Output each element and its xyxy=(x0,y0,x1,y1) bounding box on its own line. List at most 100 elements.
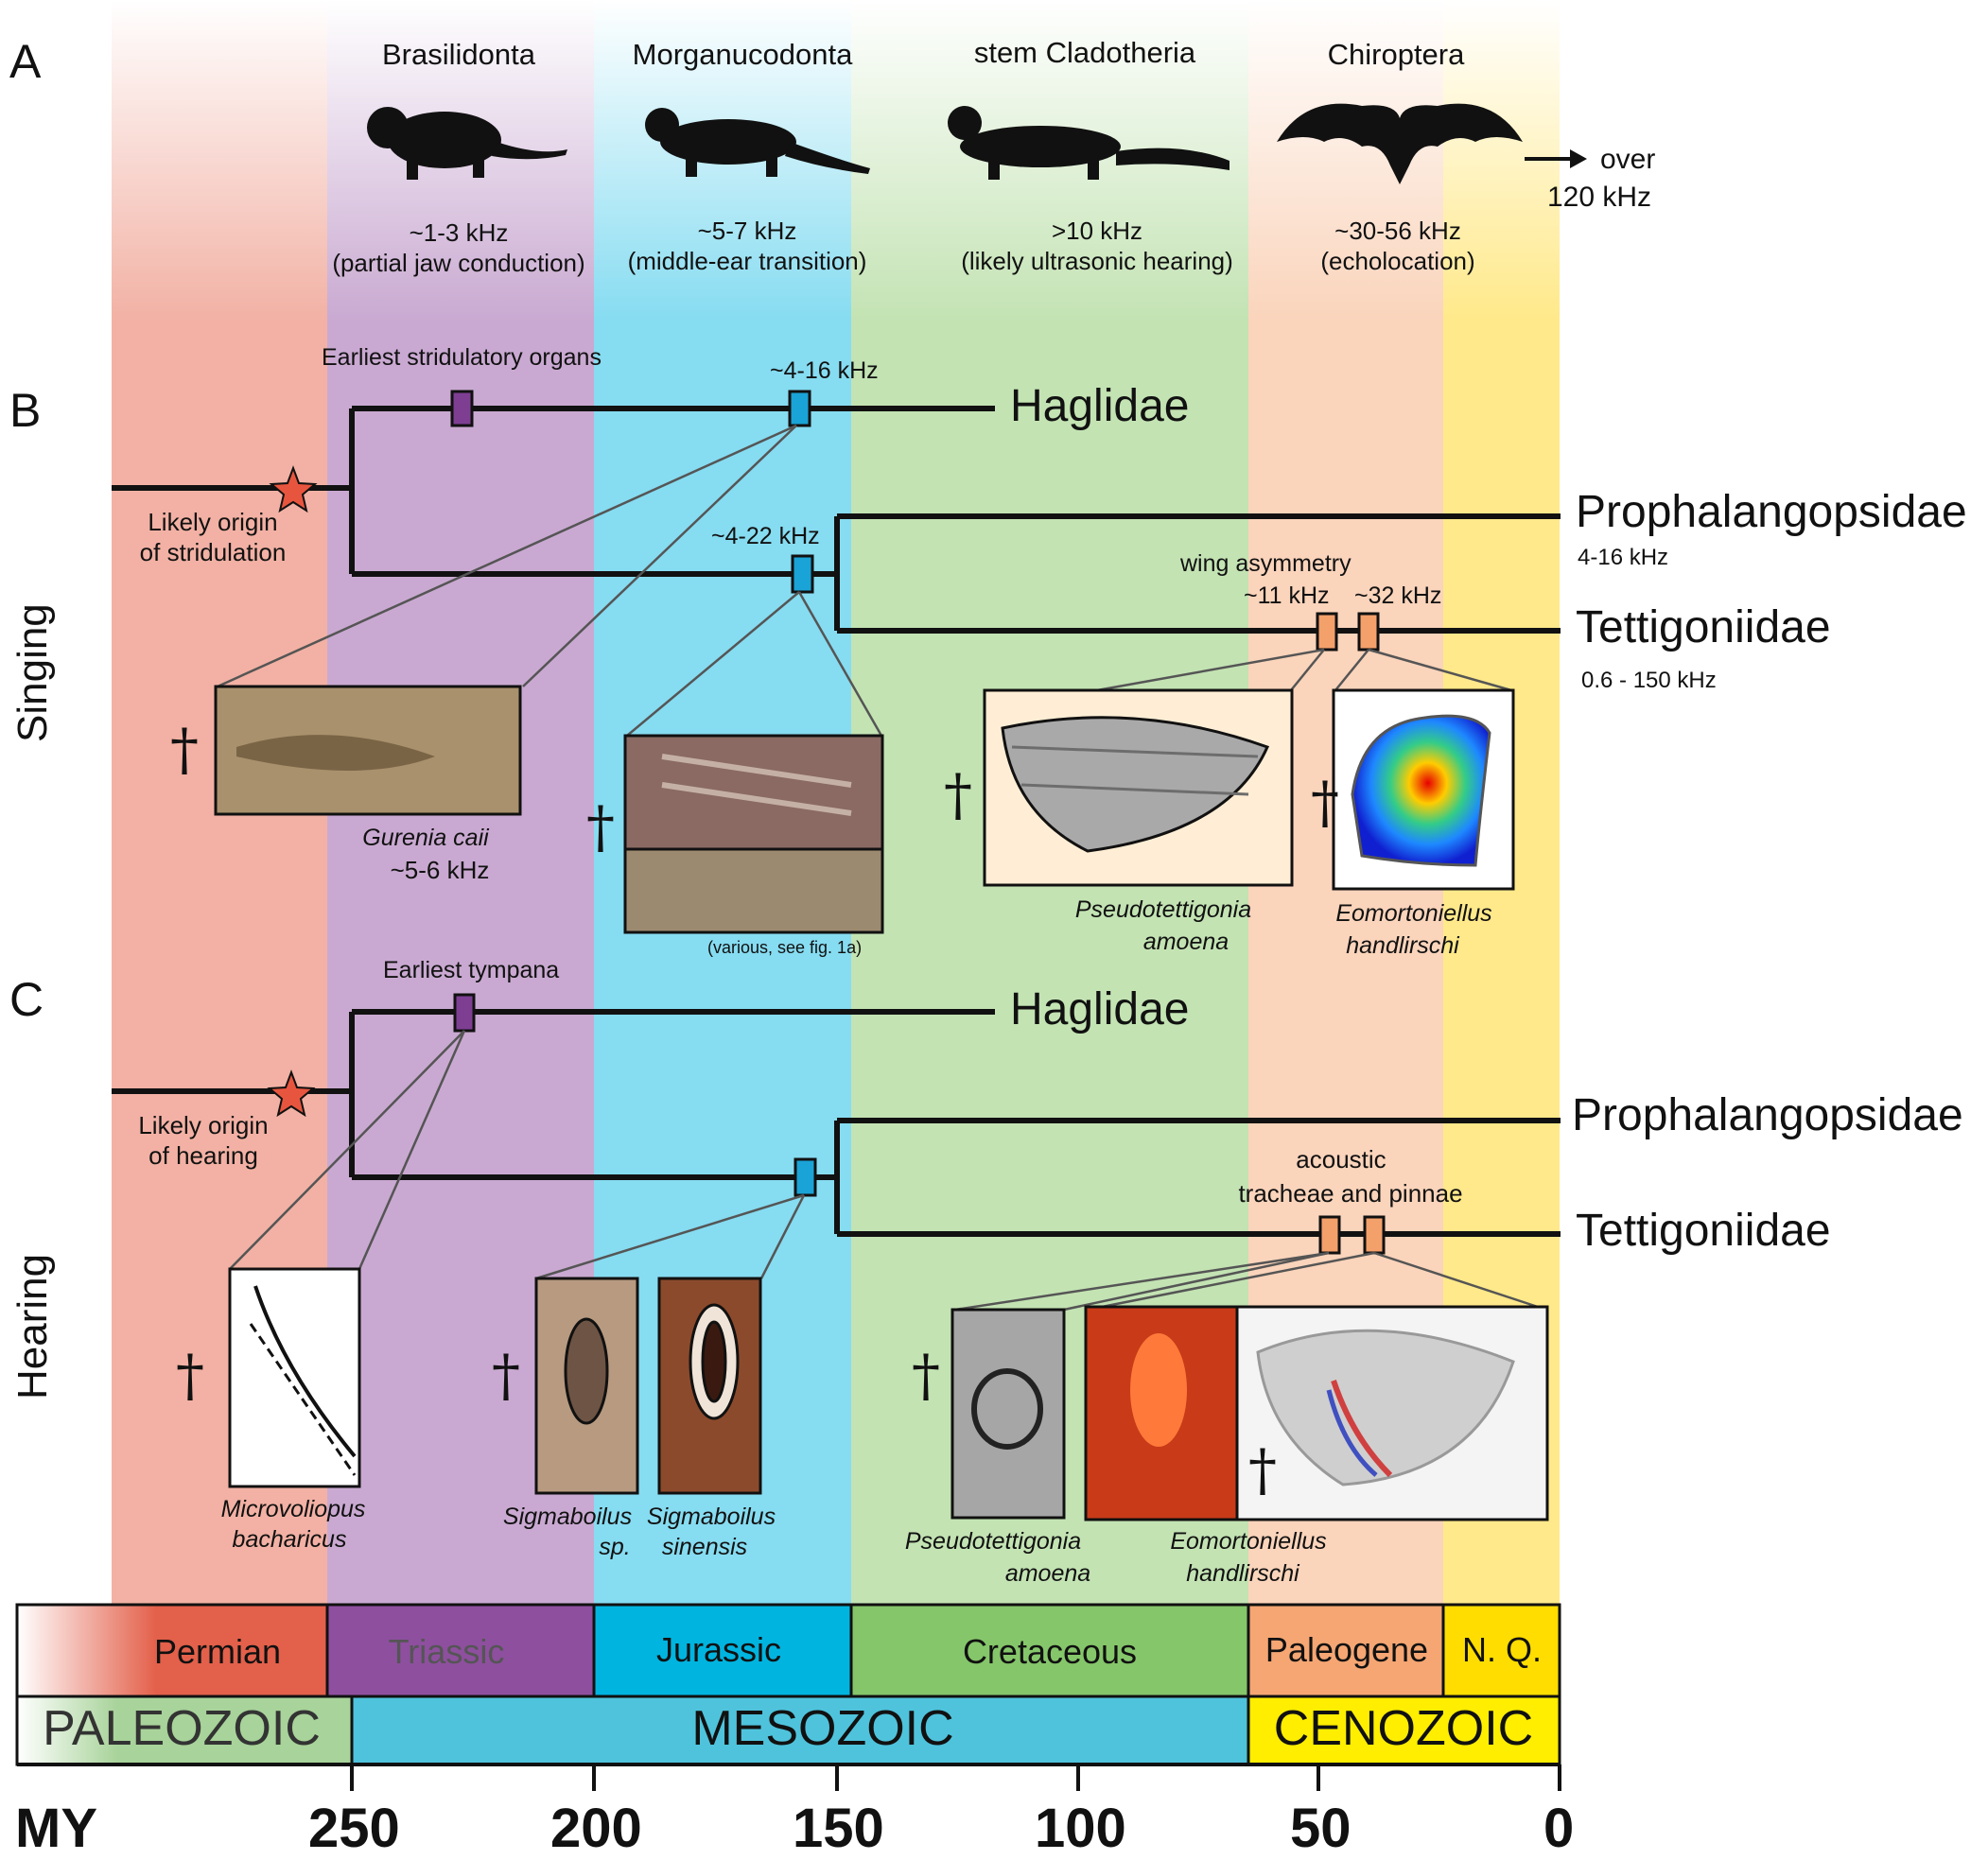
fossil-name: amoena xyxy=(1142,929,1229,955)
axis-tick-label: 0 xyxy=(1543,1798,1575,1859)
star-icon xyxy=(267,1069,316,1118)
period-triassic: Triassic xyxy=(388,1632,505,1671)
acoustic-marker-2 xyxy=(1363,1215,1386,1255)
era-bar xyxy=(15,1695,1561,1766)
earliest-stridulatory-label: Earliest stridulatory organs xyxy=(322,344,602,371)
fossil-name: sp. xyxy=(599,1534,631,1560)
freq-label-hag: ~4-16 kHz xyxy=(770,357,879,384)
taxon-tettigoniidae: Tettigoniidae xyxy=(1576,602,1831,652)
bat-silhouette-icon xyxy=(1277,103,1523,184)
extinct-dagger-icon: † xyxy=(492,1343,520,1409)
axis-tick-label: 50 xyxy=(1290,1798,1351,1859)
fossil-name: Microvoliopus xyxy=(220,1496,366,1522)
fossil-name: Pseudotettigonia xyxy=(904,1528,1082,1555)
origin-label: Likely origin xyxy=(148,508,278,536)
extinct-dagger-icon: † xyxy=(944,762,972,828)
side-label-hearing: Hearing xyxy=(9,1253,56,1399)
taxon-haglidae: Haglidae xyxy=(1010,381,1190,431)
panel-label-a: A xyxy=(9,35,42,88)
various-note: (various, see fig. 1a) xyxy=(707,938,863,957)
range-tettigoniidae: 0.6 - 150 kHz xyxy=(1581,668,1717,693)
freq-marker-node xyxy=(791,554,814,594)
freq-label-32: ~32 kHz xyxy=(1354,582,1442,609)
axis-ticks xyxy=(350,1764,1561,1791)
freq-marker-11 xyxy=(1316,612,1338,652)
fossil-name: Sigmaboilus xyxy=(502,1504,633,1530)
fossil-name: Eomortoniellus xyxy=(1170,1528,1327,1555)
extinct-dagger-icon: † xyxy=(912,1343,940,1409)
singing-tree xyxy=(112,406,1561,634)
range-prophalangopsidae: 4-16 kHz xyxy=(1578,545,1669,570)
animal-freq: ~1-3 kHz xyxy=(409,218,509,247)
animal-note: (middle-ear transition) xyxy=(627,247,867,275)
taxon-tettigoniidae: Tettigoniidae xyxy=(1576,1206,1831,1256)
mammal-silhouette-icon xyxy=(948,106,1229,180)
axis-tick-label: 250 xyxy=(308,1798,400,1859)
origin-label: of stridulation xyxy=(139,538,287,566)
fossil-name: Sigmaboilus xyxy=(646,1504,776,1530)
origin-label: of hearing xyxy=(148,1141,258,1170)
fossil-name: sinensis xyxy=(661,1534,748,1560)
animal-freq: ~30-56 kHz xyxy=(1334,217,1461,245)
fossil-name: handlirschi xyxy=(1346,932,1459,959)
animal-freq: >10 kHz xyxy=(1051,217,1143,245)
fossil-name: amoena xyxy=(1004,1560,1091,1587)
extinct-dagger-icon: † xyxy=(586,794,615,860)
fossil-gurenia-image xyxy=(214,685,522,816)
era-mesozoic: MESOZOIC xyxy=(691,1701,954,1756)
freq-label-11: ~11 kHz xyxy=(1244,582,1330,609)
freq-label-node: ~4-22 kHz xyxy=(711,523,820,549)
fossil-sigmaboilus-sinensis-image xyxy=(657,1277,762,1495)
star-icon xyxy=(269,465,318,513)
period-bar xyxy=(15,1603,1561,1698)
fossil-various-image xyxy=(623,734,884,934)
tympana-marker xyxy=(453,993,476,1033)
period-cretaceous: Cretaceous xyxy=(962,1632,1138,1671)
extinct-dagger-icon: † xyxy=(1248,1437,1277,1504)
side-label-singing: Singing xyxy=(9,603,56,742)
era-paleozoic: PALEOZOIC xyxy=(43,1701,321,1756)
mammal-silhouette-icon xyxy=(645,108,870,177)
taxon-prophalangopsidae: Prophalangopsidae xyxy=(1576,487,1967,537)
panel-label-b: B xyxy=(9,384,42,437)
axis-label: MY xyxy=(15,1798,97,1859)
period-permian: Permian xyxy=(153,1632,282,1671)
origin-label: Likely origin xyxy=(138,1111,269,1139)
taxon-haglidae: Haglidae xyxy=(1010,984,1190,1034)
era-cenozoic: CENOZOIC xyxy=(1273,1701,1534,1756)
acoustic-label: acoustic xyxy=(1296,1145,1386,1173)
period-nq: N. Q. xyxy=(1461,1630,1542,1669)
fossil-name: Pseudotettigonia xyxy=(1074,896,1252,923)
fossil-pseudotettigonia-image xyxy=(983,688,1294,887)
fossil-name: Gurenia caii xyxy=(362,825,489,851)
animal-note: (partial jaw conduction) xyxy=(332,249,585,277)
animal-name: Morganucodonta xyxy=(632,38,853,71)
taxon-prophalangopsidae: Prophalangopsidae xyxy=(1572,1090,1963,1140)
extinct-dagger-icon: † xyxy=(170,717,199,783)
stridulatory-marker xyxy=(450,390,474,427)
axis-tick-label: 150 xyxy=(793,1798,884,1859)
fossil-pseudotettigonia-hearing-image xyxy=(950,1308,1066,1520)
animal-name: Chiroptera xyxy=(1327,38,1465,71)
fossil-eomortoniellus-scan xyxy=(1084,1305,1549,1521)
fossil-name: bacharicus xyxy=(232,1526,347,1553)
period-jurassic: Jurassic xyxy=(655,1630,782,1669)
fossil-microvoliopus-drawing xyxy=(228,1267,361,1488)
axis-tick-label: 100 xyxy=(1035,1798,1126,1859)
hearing-node-marker xyxy=(793,1157,817,1197)
panel-label-c: C xyxy=(9,973,44,1026)
over-label: over xyxy=(1600,144,1656,175)
earliest-tympana-label: Earliest tympana xyxy=(383,957,560,983)
mammal-silhouette-icon xyxy=(367,107,567,180)
fossil-sigmaboilus-sp-image xyxy=(534,1277,639,1495)
axis-tick-label: 200 xyxy=(550,1798,642,1859)
freq-marker-32 xyxy=(1357,612,1380,652)
freq-marker-hag xyxy=(788,390,811,427)
wing-asymmetry-label: wing asymmetry xyxy=(1180,550,1351,577)
fossil-eomortoniellus-heatmap xyxy=(1332,688,1515,891)
acoustic-marker-1 xyxy=(1318,1215,1341,1255)
extinct-dagger-icon: † xyxy=(176,1343,204,1409)
period-paleogene: Paleogene xyxy=(1264,1630,1429,1669)
